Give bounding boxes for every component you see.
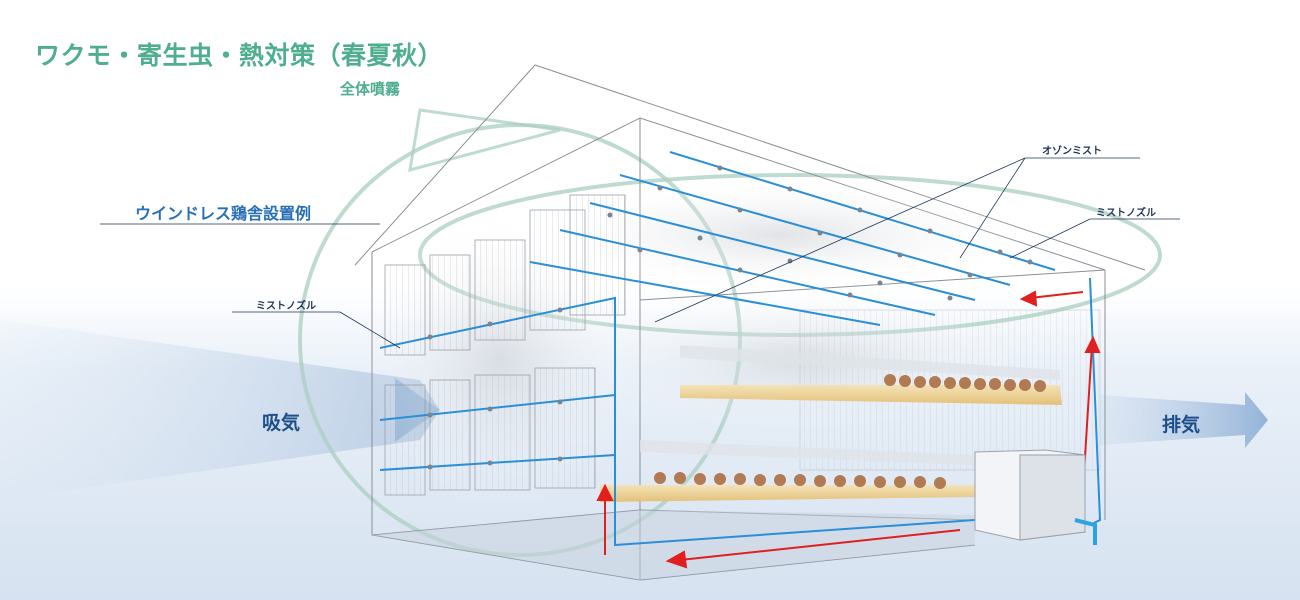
callout-mist-nozzle-left: ミストノズル	[256, 301, 316, 312]
floor-area	[372, 510, 975, 580]
cage-row-upper	[680, 345, 1062, 405]
main-title: ワクモ・寄生虫・熱対策（春夏秋）	[35, 41, 444, 70]
ceiling-mist-nozzles	[427, 165, 1033, 470]
intake-label: 吸気	[262, 412, 301, 434]
mist-cloud-ceiling	[520, 175, 1040, 295]
hens-upper	[884, 374, 1046, 392]
exhaust-airflow-arrow	[1100, 392, 1268, 448]
sub-title: 全体噴霧	[340, 80, 401, 98]
callout-ozone-mist: オゾンミスト	[1042, 146, 1102, 157]
mist-zone-callout-bracket	[408, 108, 561, 173]
callout-mist-nozzle-right: ミストノズル	[1096, 208, 1156, 219]
section-title: ウインドレス鶏舎設置例	[135, 204, 312, 223]
intake-airflow-arrow	[0, 320, 440, 500]
hens-lower	[654, 472, 946, 489]
exhaust-label: 排気	[1162, 414, 1201, 436]
left-wall-cages	[384, 194, 626, 496]
mist-pipes	[379, 151, 1102, 547]
mist-generator-unit	[974, 449, 1097, 545]
callout-leader-lines	[100, 157, 1180, 349]
cage-row-lower	[600, 440, 975, 502]
